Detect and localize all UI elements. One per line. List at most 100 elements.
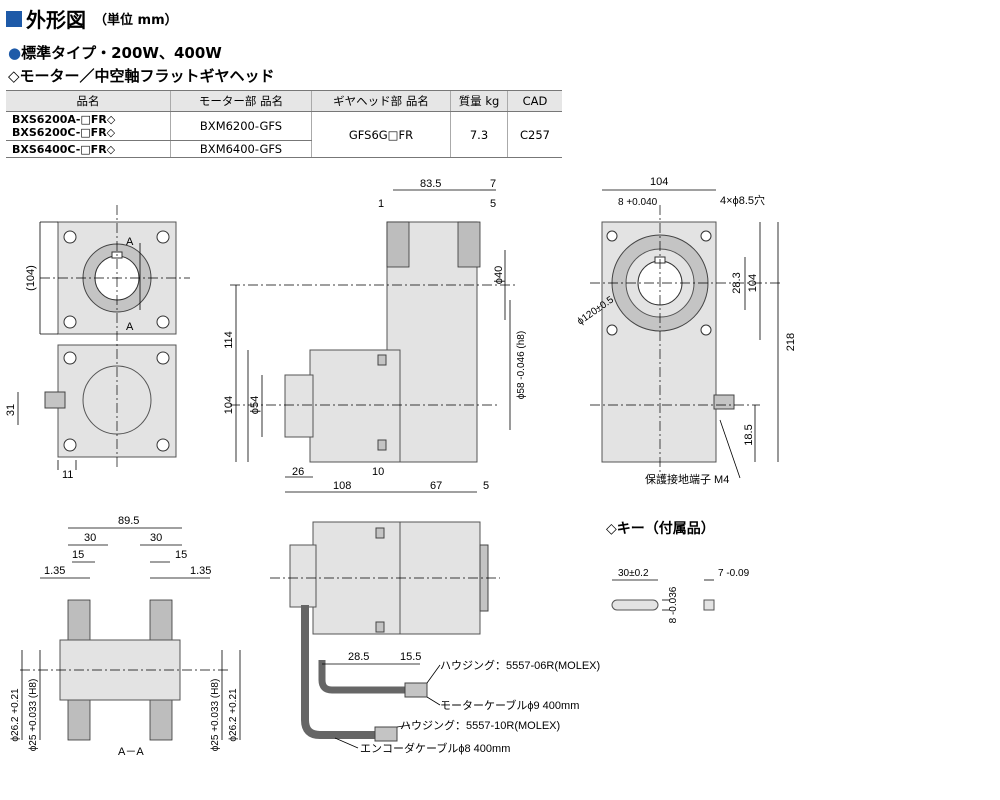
mount-hole — [156, 438, 170, 452]
dim-30a: 30 — [84, 532, 96, 544]
dim-phi25-right: ϕ25 +0.033 (H8) — [210, 679, 221, 752]
mount-hole — [700, 230, 712, 242]
dim-10: 10 — [372, 466, 384, 478]
cad-cell: C257 — [507, 111, 562, 158]
side-view — [230, 189, 515, 493]
bullet-icon: ● — [8, 44, 22, 62]
dim-104-side: 104 — [223, 396, 235, 414]
dim-1-35a: 1.35 — [44, 565, 65, 577]
diamond-icon: ◇ — [8, 67, 20, 85]
motor-cable — [318, 660, 405, 694]
col-header: ギヤヘッド部 品名 — [311, 90, 451, 112]
model-cell: BXS6200A-□FR◇ BXS6200C-□FR◇ — [6, 111, 171, 141]
key-top — [611, 599, 659, 611]
section-heading: ●標準タイプ・200W、400W — [8, 42, 222, 63]
dim-108: 108 — [333, 480, 351, 492]
table-row: BXS6400C-□FR◇ BXM6400-GFS — [6, 140, 562, 158]
model-name: BXS6200A-□FR◇ — [12, 113, 116, 126]
bottom-view — [270, 521, 500, 749]
dim-1-35b: 1.35 — [190, 565, 211, 577]
heading-text: 標準タイプ・200W、400W — [21, 44, 222, 62]
dim-phi26-left: ϕ26.2 +0.21 — [10, 688, 21, 742]
gearhead-cell: GFS6G□FR — [311, 111, 451, 158]
dim-28-5: 28.5 — [348, 651, 369, 663]
model-name: BXS6200C-□FR◇ — [12, 126, 116, 139]
col-header: 質量 kg — [450, 90, 508, 112]
mount-hole — [606, 324, 618, 336]
bottom-motor-end — [289, 544, 317, 608]
col-header: CAD — [507, 90, 562, 112]
dim-67: 67 — [430, 480, 442, 492]
dim-104-vertical: 104 — [747, 274, 759, 292]
dim-phi26-right: ϕ26.2 +0.21 — [228, 688, 239, 742]
key-dim-8: 8 -0.036 — [668, 586, 679, 623]
mount-hole — [63, 351, 77, 365]
dim-5b: 5 — [483, 480, 489, 492]
dim-31: 31 — [5, 404, 17, 416]
dim-1: 1 — [378, 198, 384, 210]
title-main: 外形図 — [26, 8, 86, 32]
key-dim-7: 7 -0.09 — [718, 568, 750, 579]
mount-hole — [63, 438, 77, 452]
ground-terminal-right — [713, 394, 735, 410]
bearing-section — [457, 221, 481, 268]
key-dim-30: 30±0.2 — [618, 568, 649, 579]
front-view — [17, 205, 190, 470]
dim-114: 114 — [223, 331, 235, 349]
model-cell: BXS6400C-□FR◇ — [6, 140, 171, 158]
mount-hole — [606, 230, 618, 242]
dim-28-3: 28.3 — [731, 272, 743, 293]
title-square-icon — [6, 10, 22, 27]
dim-30b: 30 — [150, 532, 162, 544]
dim-15b: 15 — [175, 549, 187, 561]
dim-7: 7 — [490, 178, 496, 190]
housing-2 — [374, 726, 398, 742]
dim-phi58: ϕ58 -0.046 (h8) — [516, 331, 527, 399]
dim-phi54: ϕ54 — [249, 396, 261, 414]
motor-cell: BXM6200-GFS — [170, 111, 312, 141]
housing-1 — [404, 682, 428, 698]
dim-15a: 15 — [72, 549, 84, 561]
subheading-text: モーター／中空軸フラットギヤヘッド — [19, 67, 275, 85]
mount-hole — [156, 230, 170, 244]
dim-18-5: 18.5 — [743, 424, 755, 445]
section-a-a — [20, 527, 241, 741]
page-title: 外形図 （単位 mm） — [6, 4, 178, 33]
ground-terminal — [44, 391, 66, 409]
motor-cell: BXM6400-GFS — [170, 140, 312, 158]
dim-tol-8: 8 +0.040 — [618, 197, 658, 208]
table-header-row: 品名 モーター部 品名 ギヤヘッド部 品名 質量 kg CAD — [6, 90, 562, 112]
mass-cell: 7.3 — [450, 111, 508, 158]
col-header: 品名 — [6, 90, 171, 112]
mount-hole — [156, 351, 170, 365]
mount-hole — [63, 230, 77, 244]
encoder-cable-label: エンコーダケーブルϕ8 400mm — [360, 741, 510, 755]
key-side — [703, 599, 715, 611]
dim-26: 26 — [292, 466, 304, 478]
dim-phi25-left: ϕ25 +0.033 (H8) — [28, 679, 39, 752]
section-subheading: ◇モーター／中空軸フラットギヤヘッド — [8, 65, 275, 86]
right-view — [590, 189, 780, 479]
encoder-cable — [301, 605, 375, 739]
mount-hole — [63, 315, 77, 329]
dim-218: 218 — [785, 333, 797, 351]
housing-2-label: ハウジング：5557-10R(MOLEX) — [400, 718, 560, 732]
mount-hole — [156, 315, 170, 329]
ground-terminal-label: 保護接地端子 M4 — [645, 472, 729, 486]
key-title: ◇キー（付属品） — [606, 520, 715, 536]
spec-table: 品名 モーター部 品名 ギヤヘッド部 品名 質量 kg CAD BXS6200A… — [6, 90, 562, 158]
dim-89-5: 89.5 — [118, 515, 139, 527]
bearing-section — [386, 221, 410, 268]
dim-104: (104) — [25, 265, 37, 291]
dim-104-right: 104 — [650, 176, 668, 188]
motor-cable-label: モーターケーブルϕ9 400mm — [440, 698, 579, 712]
holes-label: 4×ϕ8.5穴 — [720, 193, 765, 207]
motor-end — [284, 374, 314, 438]
section-label: A－A — [118, 746, 144, 758]
table-row: BXS6200A-□FR◇ BXS6200C-□FR◇ BXM6200-GFS … — [6, 111, 562, 158]
key-drawing — [611, 579, 715, 611]
col-header: モーター部 品名 — [170, 90, 312, 112]
dim-phi40: ϕ40 — [493, 266, 505, 284]
section-mark-a: A — [126, 236, 134, 248]
dim-83-5: 83.5 — [420, 178, 441, 190]
